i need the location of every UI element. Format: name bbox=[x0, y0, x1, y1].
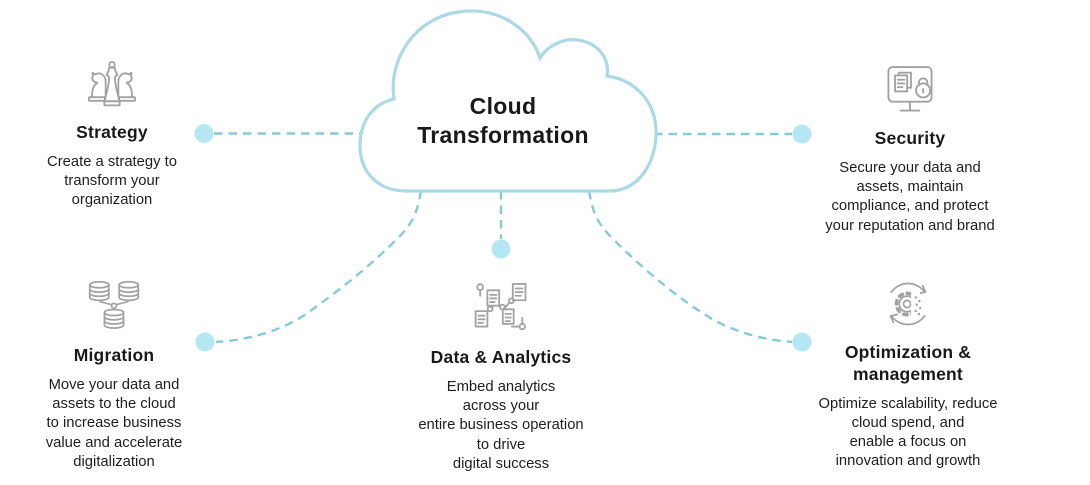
node-description: Secure your data and assets, maintain co… bbox=[825, 159, 995, 234]
connector-optimization bbox=[587, 190, 793, 344]
node-data-analytics: Data & Analytics Embed analytics across … bbox=[396, 281, 606, 474]
node-title: Data & Analytics bbox=[430, 347, 572, 367]
dot-migration bbox=[195, 332, 215, 352]
dot-strategy bbox=[194, 124, 214, 143]
node-description: Optimize scalability, reduce cloud spend… bbox=[818, 395, 998, 470]
connector-migration bbox=[215, 190, 423, 344]
gear-refresh-icon bbox=[881, 279, 935, 329]
monitor-lock-icon bbox=[880, 64, 940, 115]
node-title: Strategy bbox=[76, 122, 148, 142]
dot-optimization bbox=[792, 332, 812, 352]
node-description: Move your data and assets to the cloud t… bbox=[45, 376, 183, 470]
node-strategy: Strategy Create a strategy to transform … bbox=[12, 60, 212, 211]
chess-pieces-icon bbox=[83, 60, 141, 109]
node-title: Migration bbox=[73, 345, 155, 365]
node-title: Security bbox=[874, 128, 946, 148]
diagram-title: Cloud Transformation bbox=[417, 93, 589, 149]
node-security: Security Secure your data and assets, ma… bbox=[805, 64, 1015, 236]
dot-data-analytics bbox=[491, 239, 511, 259]
document-network-icon bbox=[472, 281, 530, 334]
dot-security bbox=[792, 124, 812, 144]
database-migration-icon bbox=[86, 280, 142, 332]
node-migration: Migration Move your data and assets to t… bbox=[14, 280, 214, 472]
node-optimization-management: Optimization & management Optimize scala… bbox=[800, 279, 1016, 472]
node-description: Create a strategy to transform your orga… bbox=[47, 153, 177, 209]
node-description: Embed analytics across your entire busin… bbox=[418, 378, 584, 472]
cloud-outline bbox=[358, 9, 658, 193]
node-title: Optimization & management bbox=[844, 342, 972, 384]
